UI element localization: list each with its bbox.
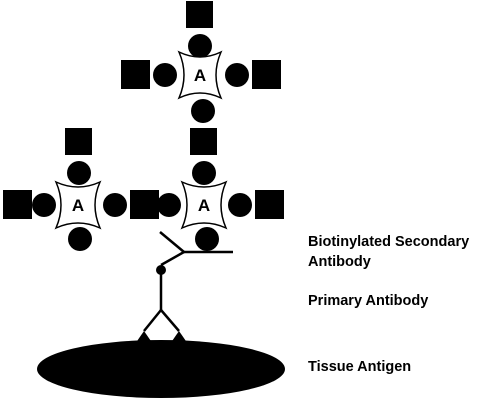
primary-antibody-label: Primary Antibody [308, 291, 428, 311]
avidin-icon [180, 180, 228, 230]
primary-antibody [143, 273, 180, 332]
tissue-antigen-label: Tissue Antigen [308, 357, 411, 377]
avidin-label: A [72, 196, 84, 215]
avidin-complex-left: A [3, 128, 127, 251]
secondary-antibody [159, 231, 233, 267]
biotin-dot [156, 265, 166, 275]
avidin-icon [177, 50, 223, 100]
antigen-epitope-left [135, 331, 153, 344]
secondary-antibody-label-line1: Biotinylated Secondary [308, 234, 470, 250]
secondary-antibody-label-line2: Antibody [308, 254, 371, 270]
avidin-complex-right: A [130, 128, 284, 251]
avidin-label: A [194, 66, 206, 85]
avidin-label: A [198, 196, 210, 215]
antigen-epitope-right [170, 331, 188, 344]
primary-antibody-label-text: Primary Antibody [308, 293, 429, 309]
avidin-complex-top: A [121, 1, 281, 123]
avidin-icon [54, 180, 102, 230]
tissue-antigen-label-text: Tissue Antigen [308, 359, 412, 375]
tissue-antigen-ellipse [37, 340, 285, 398]
secondary-antibody-label: Biotinylated Secondary Antibody [308, 232, 469, 272]
